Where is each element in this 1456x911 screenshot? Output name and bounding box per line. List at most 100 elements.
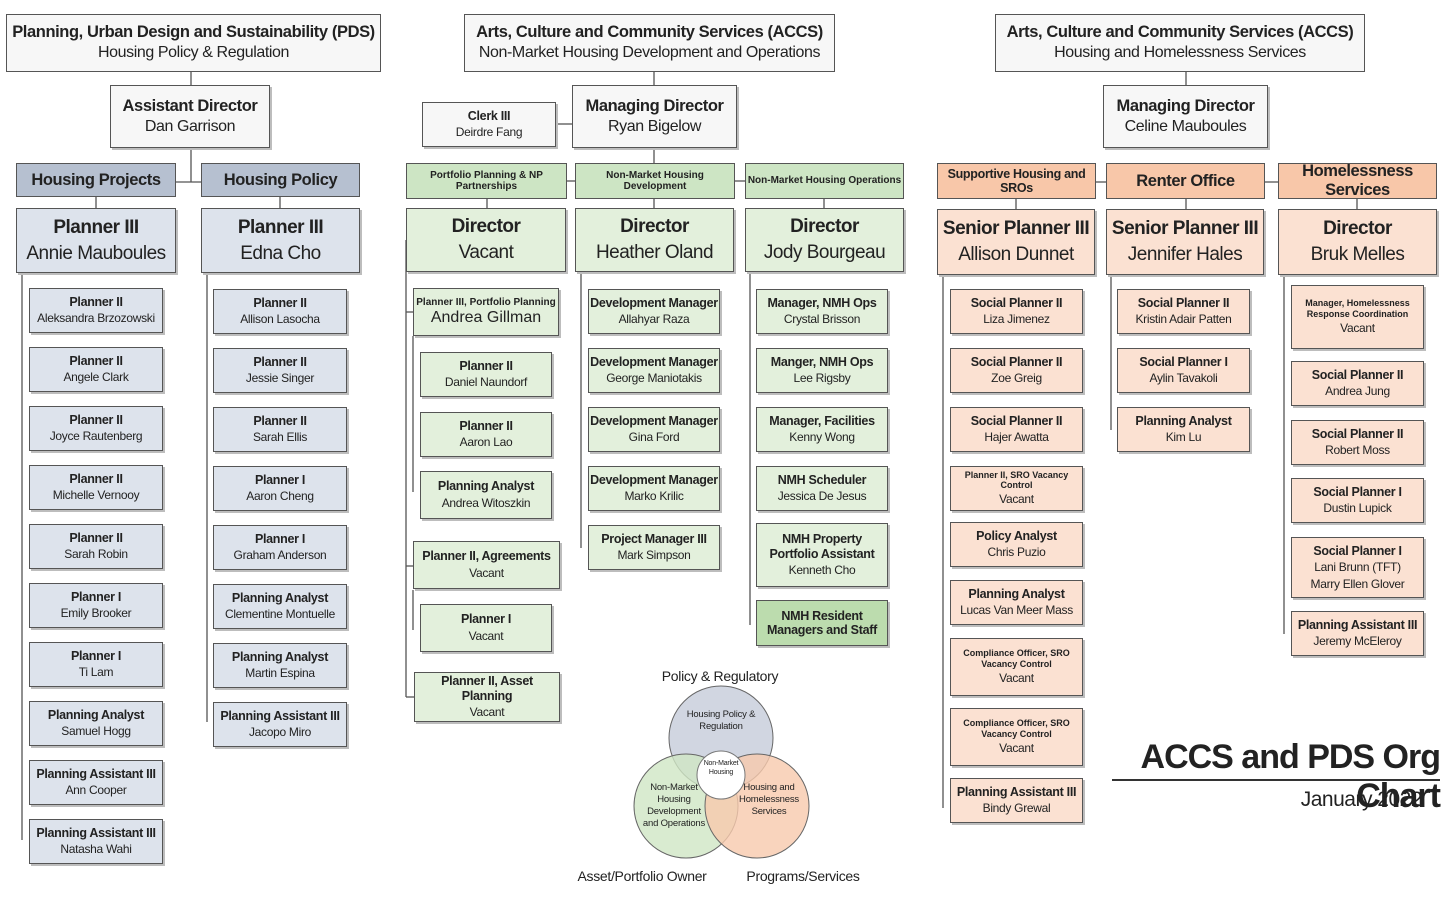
staff-name: Zoe Greig bbox=[991, 371, 1042, 386]
staff-name: Aaron Cheng bbox=[246, 489, 314, 504]
staff-title: Planning Analyst bbox=[1135, 413, 1232, 428]
staff-box-homeless-0: Manager, Homelessness Response Coordinat… bbox=[1291, 285, 1424, 349]
staff-name: Jacopo Miro bbox=[248, 725, 312, 740]
staff-title: Planning Assistant III bbox=[1297, 617, 1418, 632]
staff-name-2: Marry Ellen Glover bbox=[1310, 576, 1405, 591]
team-header-supportive: Supportive Housing and SROs bbox=[937, 163, 1096, 199]
staff-box-housing_policy-3: Planner I Aaron Cheng bbox=[213, 466, 347, 511]
lead-name: Jody Bourgeau bbox=[763, 242, 886, 263]
staff-name: Jessie Singer bbox=[245, 371, 315, 386]
staff-title: Planning Analyst bbox=[231, 590, 329, 605]
department-sub: Housing Policy & Regulation bbox=[97, 44, 290, 62]
staff-box-housing_projects-2: Planner II Joyce Rautenberg bbox=[29, 406, 163, 451]
staff-title: Planning Analyst bbox=[437, 479, 535, 494]
lead-title: Senior Planner III bbox=[942, 218, 1090, 240]
department-pds: Planning, Urban Design and Sustainabilit… bbox=[6, 14, 381, 72]
team-header-label: Renter Office bbox=[1136, 171, 1235, 190]
leader-name: Deirdre Fang bbox=[455, 125, 523, 140]
staff-name: Andrea Gillman bbox=[430, 308, 542, 326]
staff-title: Planner II bbox=[253, 354, 307, 369]
staff-box-portfolio-1: Planner II Daniel Naundorf bbox=[420, 352, 552, 397]
leader-name: Dan Garrison bbox=[144, 117, 236, 135]
staff-name: Chris Puzio bbox=[987, 545, 1046, 560]
staff-name: Graham Anderson bbox=[233, 548, 327, 563]
staff-name: Kim Lu bbox=[1165, 430, 1202, 445]
staff-name: Lani Brunn (TFT) bbox=[1314, 559, 1401, 574]
venn-center-text: Non-Market Housing bbox=[703, 760, 739, 776]
staff-title: Planner I bbox=[254, 472, 306, 487]
team-header-label: Non-Market Housing Operations bbox=[747, 175, 902, 187]
staff-name: Martin Espina bbox=[245, 666, 315, 681]
team-header-label: Housing Projects bbox=[31, 170, 161, 189]
staff-title: Social Planner II bbox=[1311, 426, 1404, 441]
staff-title: Development Manager bbox=[590, 472, 718, 487]
staff-name: Vacant bbox=[999, 670, 1034, 685]
venn-circle-right-text: Housing and Homelessness Services bbox=[739, 782, 799, 817]
staff-title: Planner II bbox=[69, 530, 123, 545]
staff-title: Planning Assistant III bbox=[220, 708, 340, 723]
staff-name: Ann Cooper bbox=[65, 783, 127, 798]
staff-name: Vacant bbox=[469, 704, 505, 719]
venn-circle-left-text: Non-Market Housing Development and Opera… bbox=[642, 782, 706, 829]
staff-name: Vacant bbox=[468, 628, 504, 643]
staff-title: Development Manager bbox=[590, 354, 718, 369]
staff-title: Planning Analyst bbox=[231, 649, 329, 664]
staff-box-housing_policy-0: Planner II Allison Lasocha bbox=[213, 289, 347, 334]
staff-name: Vacant bbox=[999, 492, 1034, 507]
staff-title: Planner I bbox=[254, 531, 306, 546]
staff-name: Kenneth Cho bbox=[788, 562, 856, 577]
venn-top-label: Policy & Regulatory bbox=[661, 668, 779, 684]
staff-name: Vacant bbox=[999, 740, 1034, 755]
staff-title: Planner II bbox=[69, 412, 123, 427]
staff-name: Kristin Adair Patten bbox=[1135, 312, 1232, 327]
staff-name: Allahyar Raza bbox=[618, 312, 690, 327]
staff-name: Bindy Grewal bbox=[982, 801, 1051, 816]
staff-name: Sarah Robin bbox=[64, 547, 128, 562]
staff-title: Planner II, Asset Planning bbox=[441, 674, 533, 703]
lead-name: Heather Oland bbox=[595, 242, 714, 263]
staff-box-housing_projects-4: Planner II Sarah Robin bbox=[29, 524, 163, 569]
staff-name: George Maniotakis bbox=[606, 371, 702, 386]
staff-name: Daniel Naundorf bbox=[444, 375, 528, 390]
staff-name: Vacant bbox=[469, 565, 504, 580]
staff-title: NMH Scheduler bbox=[777, 472, 867, 487]
staff-title: Planner III, Portfolio Planning bbox=[416, 297, 556, 309]
lead-name: Jennifer Hales bbox=[1127, 244, 1243, 265]
lead-name: Bruk Melles bbox=[1310, 244, 1405, 265]
team-header-housing_policy: Housing Policy bbox=[201, 163, 360, 197]
staff-box-housing_policy-7: Planning Assistant III Jacopo Miro bbox=[213, 702, 347, 747]
staff-name: Joyce Rautenberg bbox=[49, 429, 143, 444]
staff-name: Natasha Wahi bbox=[60, 842, 132, 857]
staff-title: Planner I bbox=[70, 589, 122, 604]
staff-title: Social Planner II bbox=[970, 295, 1063, 310]
staff-title: Planner II bbox=[459, 358, 513, 373]
staff-title: Planning Analyst bbox=[968, 586, 1065, 601]
staff-title: Planner II, SRO Vacancy Control bbox=[964, 469, 1069, 491]
staff-name: Allison Lasocha bbox=[240, 312, 320, 327]
staff-name: Vacant bbox=[1340, 320, 1375, 335]
staff-title: Policy Analyst bbox=[976, 528, 1057, 543]
staff-title: NMH Property Portfolio Assistant bbox=[769, 532, 875, 561]
staff-title: Planner II bbox=[253, 295, 307, 310]
staff-title: Planner II bbox=[459, 418, 513, 433]
staff-box-nm_ops-5: NMH Resident Managers and Staff bbox=[756, 600, 888, 646]
